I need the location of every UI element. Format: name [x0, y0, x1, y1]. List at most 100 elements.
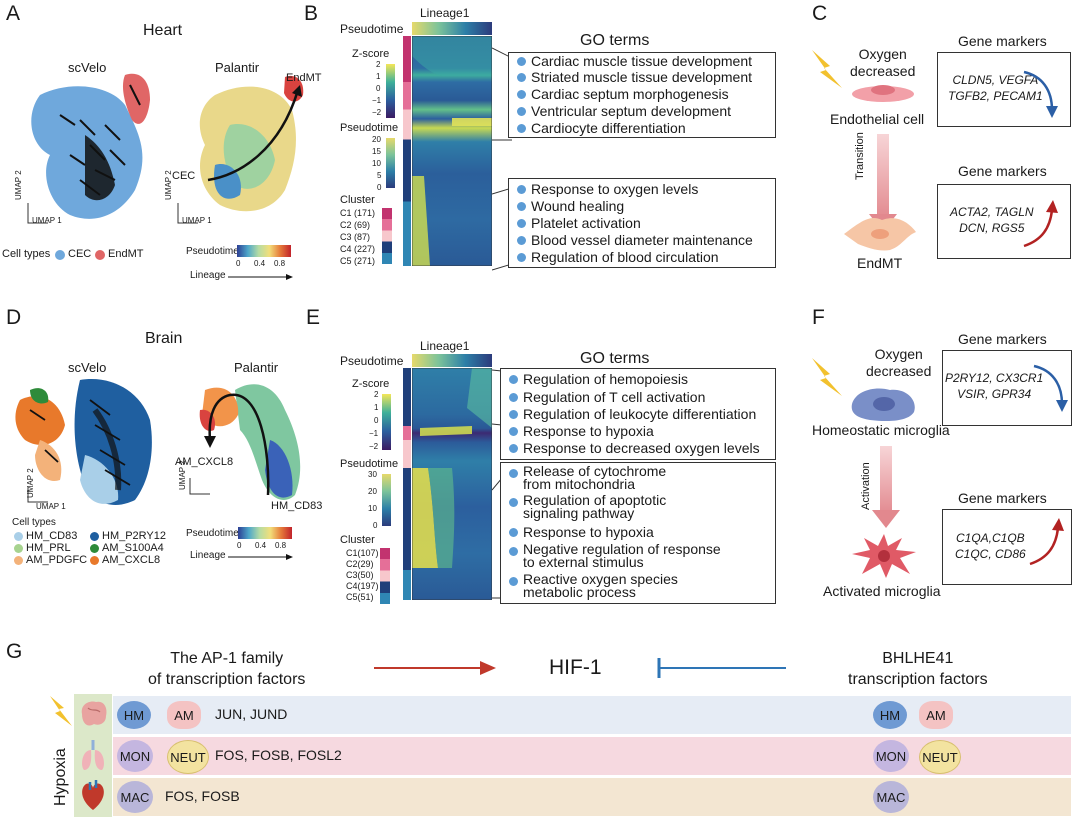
panel-c-label: C: [812, 2, 828, 25]
panel-b-connectors: [492, 47, 513, 271]
panel-b-cluster-c2: C2 (69): [340, 220, 371, 230]
panel-a-tick-0: 0: [236, 259, 241, 268]
bullet-icon: [509, 375, 518, 384]
bullet-icon: [509, 528, 518, 537]
bullet-icon: [517, 90, 526, 99]
panel-e-z-tick-3: −1: [369, 429, 379, 438]
activation-arrow-icon: [374, 661, 496, 675]
panel-d-lineage-label: Lineage: [190, 550, 226, 561]
panel-d-title: Brain: [145, 330, 183, 347]
panel-b-pt-tick-4: 0: [377, 183, 382, 192]
panel-a-axis-y-left: UMAP 2: [14, 170, 23, 200]
go-term-label: Cardiac muscle tissue development: [531, 53, 752, 69]
panel-f-markers1-box: [942, 350, 1072, 426]
panel-e-cluster-c1: C1(107): [346, 548, 379, 558]
panel-e-zscore-colorbar: [382, 394, 391, 450]
panel-e-go-bottom: Release of cytochrome from mitochondria …: [500, 462, 776, 604]
legend-swatch-cec: [55, 250, 65, 260]
arrow-down-icon: [872, 510, 900, 528]
panel-d-am-cxcl8-label: AM_CXCL8: [175, 456, 234, 468]
panel-b-label: B: [304, 2, 319, 25]
go-term: Release of cytochrome from mitochondria: [509, 464, 666, 491]
panel-e-go-title: GO terms: [580, 350, 650, 367]
homeostatic-microglia-icon: [851, 388, 915, 422]
panel-a-palantir-umap: [199, 75, 304, 212]
panel-d-legend-hm-p2ry12: HM_P2RY12: [102, 530, 166, 542]
panel-b-cluster-c5: C5 (271): [340, 256, 376, 266]
panel-g-ap1-title: The AP-1 family of transcription factors: [148, 650, 306, 688]
panel-f-cell1: Homeostatic microglia: [812, 422, 950, 438]
panel-b-pt-tick-3: 5: [377, 171, 382, 180]
bullet-icon: [517, 73, 526, 82]
bullet-icon: [517, 236, 526, 245]
panel-b-pt-tick-2: 10: [372, 159, 381, 168]
panel-c-transition-shaft: [877, 134, 889, 220]
panel-e-zscore-label: Z-score: [352, 378, 390, 390]
panel-d-legend-am-pdgfc: AM_PDGFC: [26, 554, 88, 566]
go-term-label: Regulation of T cell activation: [523, 389, 706, 405]
panel-d-tick-2: 0.8: [275, 541, 287, 550]
panel-c-markers1-title: Gene markers: [958, 33, 1047, 49]
panel-e-pseudotime-label: Pseudotime: [340, 354, 404, 368]
panel-d-tick-1: 0.4: [255, 541, 267, 550]
panel-b-zscore-colorbar: [386, 64, 395, 118]
panel-b-heatmap-overlay: [412, 36, 492, 266]
bullet-icon: [517, 57, 526, 66]
panel-b-z-tick-3: −1: [372, 96, 382, 105]
panel-a-tick-1: 0.4: [254, 259, 266, 268]
panel-a-label: A: [6, 2, 21, 25]
panel-e-heatmap-overlay: [412, 368, 492, 600]
am-cell-icon: AM: [919, 701, 953, 729]
panel-b-z-tick-0: 2: [376, 60, 381, 69]
panel-b-go-title: GO terms: [580, 32, 650, 49]
bullet-icon: [517, 202, 526, 211]
panel-a-title: Heart: [143, 22, 183, 39]
go-term: Response to hypoxia: [509, 524, 654, 540]
panel-e-z-tick-4: −2: [369, 442, 379, 451]
go-term-label: Response to hypoxia: [523, 524, 654, 540]
go-term: Regulation of T cell activation: [509, 389, 705, 405]
panel-d-legend-am-s100a4: AM_S100A4: [102, 542, 164, 554]
panel-g-hypoxia-label: Hypoxia: [52, 748, 69, 806]
panel-a-palantir-title: Palantir: [215, 60, 260, 75]
panel-b-pt-tick-1: 15: [372, 147, 381, 156]
panel-b-go-bottom: Response to oxygen levels Wound healing …: [508, 178, 776, 268]
panel-e-pt-tick-3: 0: [373, 521, 378, 530]
panel-e-z-tick-1: 1: [374, 403, 379, 412]
panel-d-legend-title: Cell types: [12, 517, 56, 528]
panel-g-row-brain-genes: JUN, JUND: [215, 706, 288, 722]
neut-cell-icon: NEUT: [919, 740, 961, 774]
go-term-label: Regulation of hemopoiesis: [523, 371, 688, 387]
panel-e-pt-tick-0: 30: [368, 470, 377, 479]
panel-c-cell1: Endothelial cell: [830, 111, 925, 127]
panel-c-stimulus: Oxygen decreased: [850, 46, 916, 79]
panel-e-cluster-label: Cluster: [340, 534, 375, 546]
bullet-icon: [509, 577, 518, 586]
panel-f-cell2: Activated microglia: [823, 583, 941, 599]
go-term-label: Regulation of apoptotic signaling pathwa…: [523, 492, 667, 521]
go-term: Cardiocyte differentiation: [517, 120, 686, 136]
go-term-label: Ventricular septum development: [531, 103, 731, 119]
legend-swatch-am-s100a4: [90, 544, 99, 553]
go-term-label: Platelet activation: [531, 215, 641, 231]
panel-d-pt-label: Pseudotime: [186, 528, 239, 539]
panel-a-axis-y-right: UMAP 2: [164, 170, 173, 200]
bullet-icon: [509, 410, 518, 419]
panel-e-cluster-colorbar: [380, 548, 390, 604]
panel-a-umaps: [27, 73, 304, 224]
go-term-label: Wound healing: [531, 198, 625, 214]
legend-swatch-hm-p2ry12: [90, 532, 99, 541]
panel-d-umaps: [15, 379, 301, 505]
go-term: Regulation of leukocyte differentiation: [509, 406, 756, 422]
panel-e-pt-tick-2: 10: [368, 504, 377, 513]
heart-icon: [82, 780, 104, 810]
go-term: Negative regulation of response to exter…: [509, 542, 721, 569]
go-term: Reactive oxygen species metabolic proces…: [509, 572, 678, 599]
panel-b-go-top: Cardiac muscle tissue development Striat…: [508, 52, 776, 138]
neut-cell-icon: NEUT: [167, 740, 209, 774]
bullet-icon: [517, 124, 526, 133]
panel-d-axis-y-right: UMAP 2: [178, 460, 187, 490]
go-term-label: Response to decreased oxygen levels: [523, 440, 760, 456]
go-term: Wound healing: [517, 198, 624, 214]
lightning-icon: [812, 358, 842, 396]
